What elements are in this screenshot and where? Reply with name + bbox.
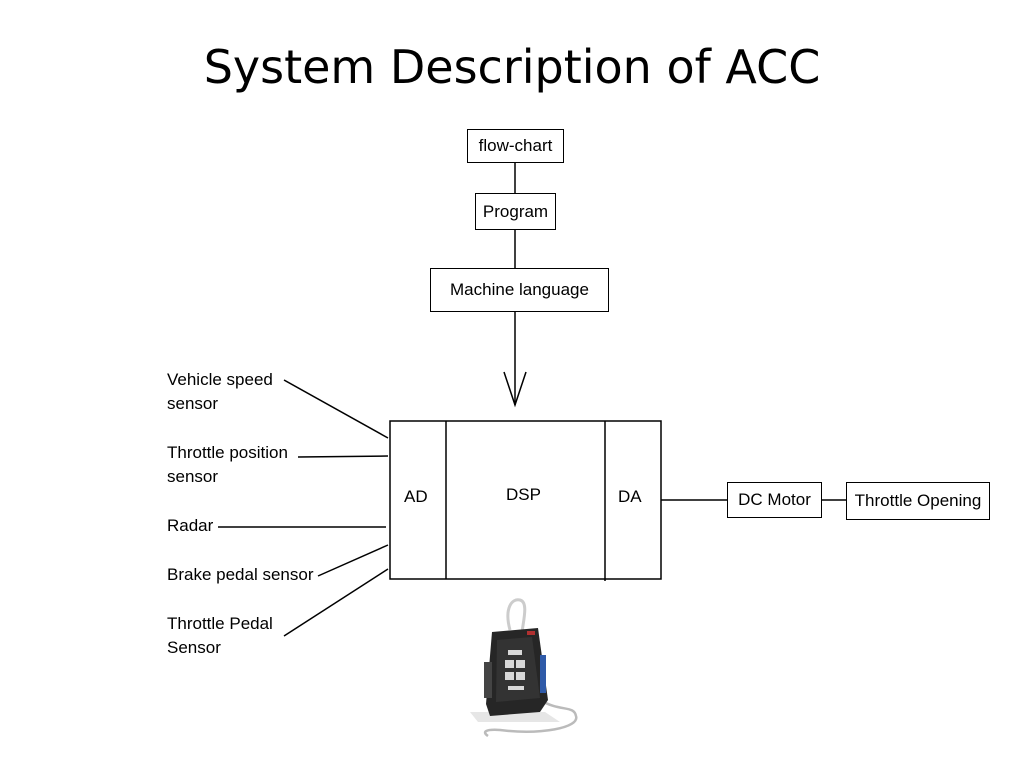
sensor-vehicle-speed: Vehicle speed sensor (167, 368, 273, 416)
sensor-throttle-pedal-line1: Throttle Pedal (167, 614, 273, 633)
machine-language-label: Machine language (450, 280, 589, 299)
board-connector-left (484, 662, 492, 698)
sensor-brake-pedal: Brake pedal sensor (167, 565, 314, 584)
sensor-vehicle-speed-line1: Vehicle speed (167, 370, 273, 389)
connector-throttle-position (297, 455, 389, 458)
connector-throttle-pedal (283, 568, 389, 637)
program-label: Program (482, 201, 549, 221)
da-label: DA (618, 487, 642, 506)
connector-vehicle-speed (283, 379, 389, 439)
processor-block (389, 420, 662, 580)
board-cable (483, 698, 578, 738)
sensor-throttle-pedal: Throttle Pedal Sensor (167, 612, 273, 660)
sensor-throttle-pedal-line2: Sensor (167, 638, 221, 657)
board-face (496, 637, 540, 702)
board-buttons (505, 650, 525, 690)
sensor-vehicle-speed-line2: sensor (167, 394, 219, 413)
arrowhead-to-dsp (503, 371, 527, 408)
dc-motor-box: DC Motor (727, 482, 822, 518)
throttle-opening-box: Throttle Opening (846, 482, 990, 520)
board-red-tab (527, 631, 535, 635)
flowchart-box: flow-chart (467, 129, 564, 163)
machine-language-box: Machine language (430, 268, 609, 312)
connector-brake-pedal (317, 544, 389, 577)
sensor-throttle-position: Throttle position sensor (167, 441, 288, 489)
dsp-label: DSP (506, 485, 541, 504)
flowchart-label: flow-chart (478, 136, 553, 155)
sensor-throttle-position-line2: sensor (167, 467, 219, 486)
board-connector-right (540, 655, 546, 693)
program-box: Program (475, 193, 556, 230)
sensor-radar: Radar (167, 516, 214, 535)
throttle-opening-label: Throttle Opening (854, 491, 982, 510)
board-top-cable (506, 598, 527, 633)
ad-label: AD (404, 487, 428, 506)
page-title: System Description of ACC (203, 40, 821, 94)
dc-motor-label: DC Motor (738, 490, 811, 509)
sensor-throttle-position-line1: Throttle position (167, 443, 288, 462)
